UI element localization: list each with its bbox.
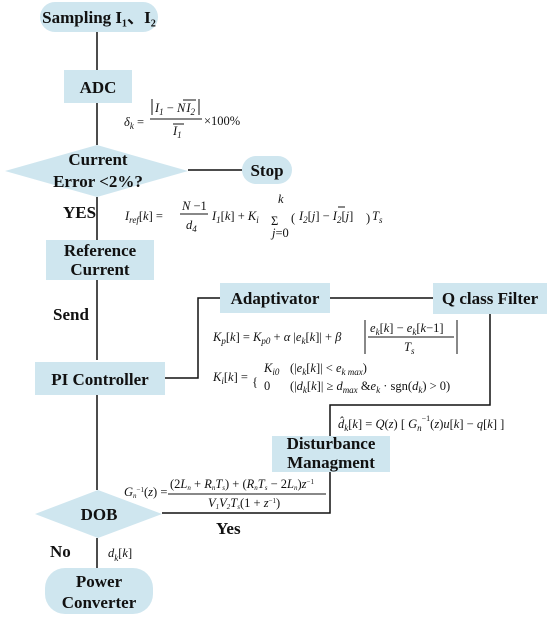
sampling-node: Sampling I₁、I₂ — [40, 2, 158, 32]
svg-text:(|dk[k]| ≥ dmax &ek · sgn(dk): (|dk[k]| ≥ dmax &ek · sgn(dk) > 0) — [290, 379, 450, 395]
disturbance-node: Disturbance Managment — [272, 434, 390, 472]
reference-current-node: Reference Current — [46, 240, 154, 280]
yes-label-1: YES — [63, 203, 96, 222]
svg-text:×100%: ×100% — [204, 114, 240, 128]
disturbance-label-line2: Managment — [287, 453, 375, 472]
svg-text:(: ( — [291, 211, 295, 225]
svg-text:d̂k[k] = Q(z) [ Gn−1(z)u[k] −: d̂k[k] = Q(z) [ Gn−1(z)u[k] − q[k] ] — [338, 414, 504, 433]
svg-text:Kp[k] = Kp0 + α |ek[k]| + β: Kp[k] = Kp0 + α |ek[k]| + β — [212, 330, 342, 346]
connector-pi-adaptivator — [165, 297, 220, 379]
q-filter-label: Q class Filter — [442, 289, 539, 308]
connectors — [96, 32, 491, 568]
svg-text:0: 0 — [264, 379, 270, 393]
svg-text:ek[k] − ek[k−1]: ek[k] − ek[k−1] — [370, 321, 444, 337]
send-label: Send — [53, 305, 89, 324]
pi-controller-node: PI Controller — [35, 362, 165, 395]
stop-label: Stop — [250, 161, 283, 180]
adc-label: ADC — [80, 78, 117, 97]
iref-equation: Iref[k] = N −1 d4 I1[k] + Ki k Σ j=0 ( I… — [124, 192, 383, 240]
svg-text:Ki[k] =: Ki[k] = — [212, 370, 248, 386]
dk-label: dk[k] — [108, 546, 132, 563]
adc-node: ADC — [64, 70, 132, 103]
svg-text:dk[k]: dk[k] — [108, 546, 132, 563]
ki-equation: Ki[k] = { Ki0 (|ek[k]| < ek max) 0 (|dk[… — [212, 361, 450, 395]
connector-qfilter-disturbance — [329, 314, 491, 436]
svg-text:k: k — [278, 192, 284, 206]
connector-disturbance-dob — [162, 472, 331, 514]
no-label: No — [50, 542, 71, 561]
disturbance-label-line1: Disturbance — [287, 434, 376, 453]
svg-text:Ts: Ts — [404, 340, 415, 356]
svg-text:I2[j] − I2[j]: I2[j] − I2[j] — [298, 209, 353, 225]
dhat-equation: d̂k[k] = Q(z) [ Gn−1(z)u[k] − q[k] ] — [338, 414, 504, 433]
power-converter-label-line2: Converter — [62, 593, 137, 612]
svg-text:Ki0: Ki0 — [263, 361, 280, 377]
svg-text:δk =: δk = — [124, 115, 144, 131]
power-converter-label-line1: Power — [76, 572, 123, 591]
svg-text:j=0: j=0 — [270, 226, 289, 240]
svg-text:Gn−1(z) =: Gn−1(z) = — [124, 485, 167, 500]
q-filter-node: Q class Filter — [433, 283, 547, 314]
svg-text:(2Ln + RnTs) + (RnTs − 2Ln)z−1: (2Ln + RnTs) + (RnTs − 2Ln)z−1 — [170, 477, 314, 492]
dob-decision: DOB — [35, 490, 162, 538]
svg-text:N −1: N −1 — [181, 199, 207, 213]
svg-text:V1V2Ts(1 + z−1): V1V2Ts(1 + z−1) — [208, 496, 280, 511]
power-converter-node: Power Converter — [45, 568, 153, 614]
current-error-label-line1: Current — [68, 150, 128, 169]
svg-text:I1 − NI2: I1 − NI2 — [154, 101, 196, 117]
svg-text:Ts: Ts — [372, 209, 383, 225]
svg-text:I1[k] + Ki: I1[k] + Ki — [211, 209, 259, 225]
svg-text:Σ: Σ — [271, 214, 278, 228]
stop-node: Stop — [242, 156, 292, 184]
svg-text:Iref[k] =: Iref[k] = — [124, 209, 163, 225]
dob-label: DOB — [81, 505, 118, 524]
svg-text:{: { — [252, 375, 258, 389]
svg-text:): ) — [366, 211, 370, 225]
reference-current-label-line1: Reference — [64, 241, 137, 260]
current-error-label-line2: Error <2%? — [53, 172, 143, 191]
sampling-label: Sampling I₁、I₂ — [42, 8, 156, 27]
kp-equation: Kp[k] = Kp0 + α |ek[k]| + β ek[k] − ek[k… — [212, 320, 458, 356]
delta-equation: δk = I1 − NI2 I1 ×100% — [124, 99, 240, 140]
current-error-decision: Current Error <2%? — [5, 145, 188, 197]
svg-text:I1: I1 — [172, 124, 182, 140]
gn-inverse-equation: Gn−1(z) = (2Ln + RnTs) + (RnTs − 2Ln)z−1… — [124, 477, 326, 511]
reference-current-label-line2: Current — [70, 260, 130, 279]
svg-text:d4: d4 — [186, 218, 197, 234]
pi-controller-label: PI Controller — [51, 370, 149, 389]
svg-text:(|ek[k]| < ek max): (|ek[k]| < ek max) — [290, 361, 367, 377]
adaptivator-node: Adaptivator — [220, 283, 330, 313]
yes-label-2: Yes — [216, 519, 241, 538]
adaptivator-label: Adaptivator — [231, 289, 320, 308]
